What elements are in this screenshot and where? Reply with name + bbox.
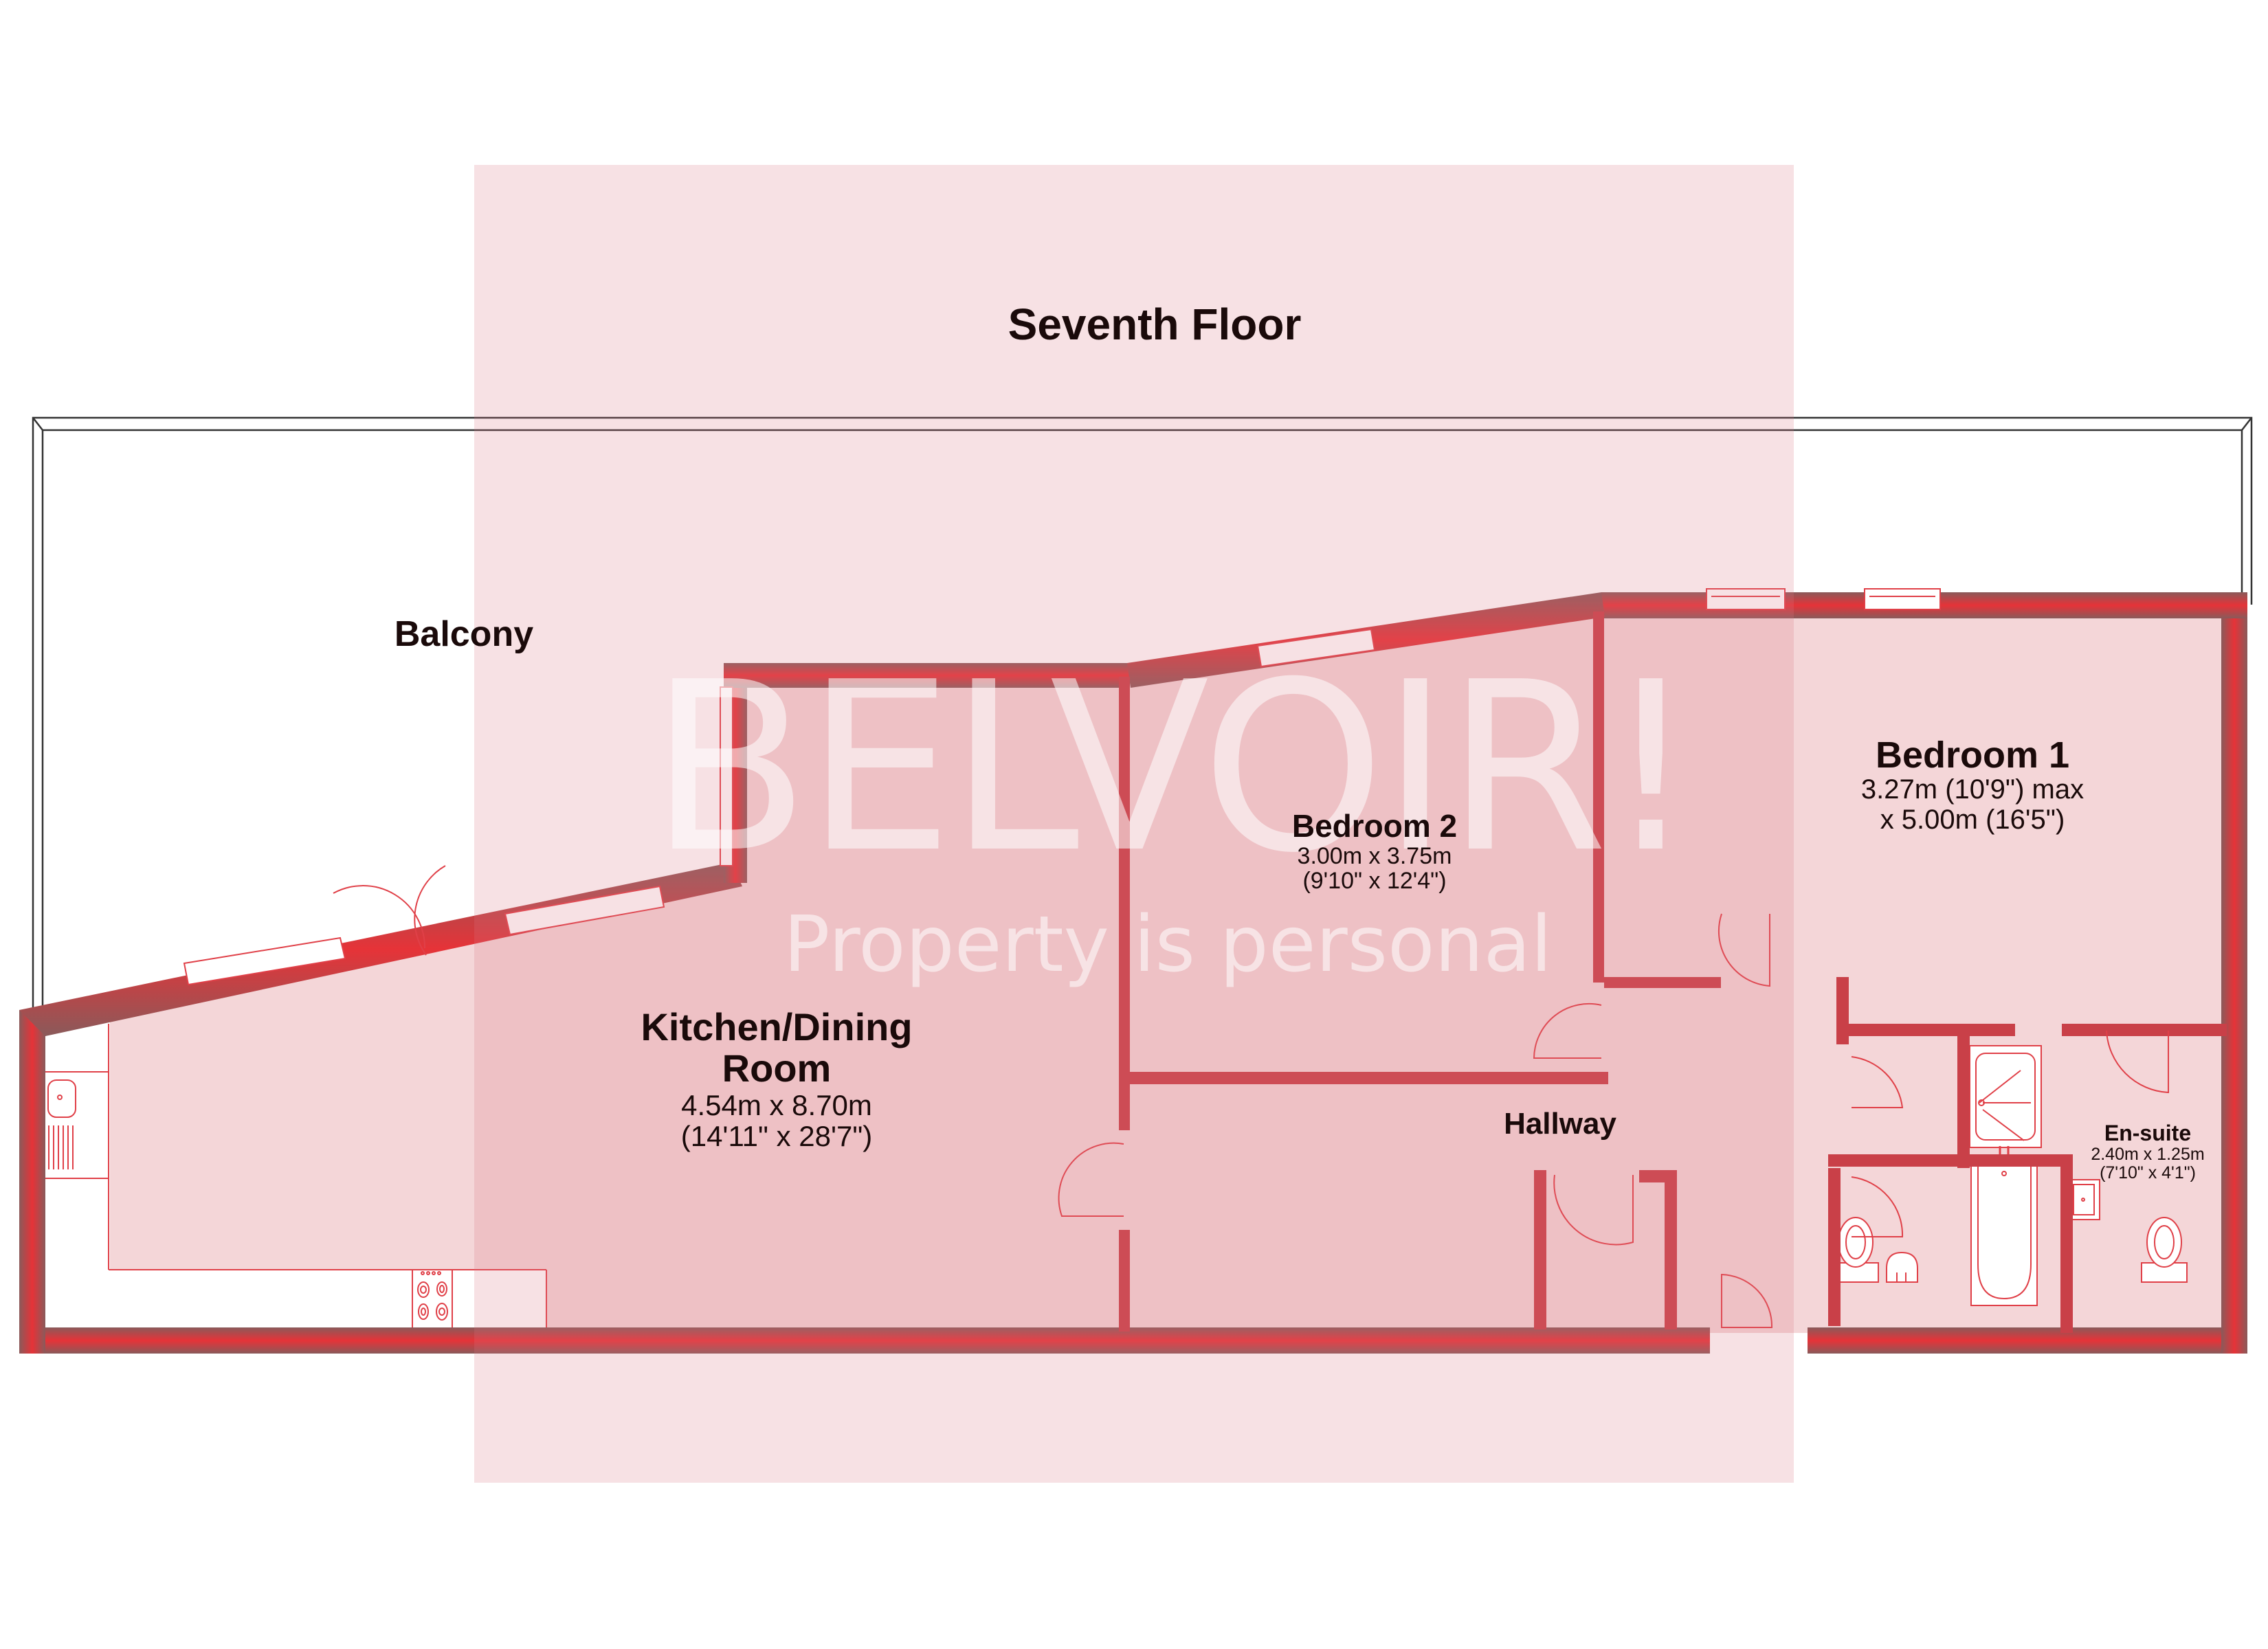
hob-icon (417, 1271, 448, 1321)
overlay-band (474, 165, 1794, 1483)
room-dims-metric: 3.27m (10'9") max (1860, 774, 2084, 805)
room-label-hallway: Hallway (1464, 1108, 1656, 1141)
windows (183, 588, 1941, 986)
toilet-icon (1832, 1217, 2188, 1283)
room-dims-imperial: (14'11" x 28'7") (680, 1120, 873, 1153)
room-dims-imperial: x 5.00m (16'5") (1880, 804, 2065, 835)
balcony-outline (32, 416, 2253, 1024)
kitchen-counter (41, 1007, 547, 1367)
room-name: Bedroom 2 (1291, 808, 1458, 844)
room-label-kitchen: Kitchen/Dining Room 4.54m x 8.70m (14'11… (570, 1005, 983, 1153)
room-dims-metric: 3.00m x 3.75m (1297, 842, 1452, 869)
room-dims-metric: 4.54m x 8.70m (681, 1088, 872, 1121)
room-label-bedroom2: Bedroom 2 3.00m x 3.75m (9'10" x 12'4") (1237, 809, 1512, 894)
room-name: En-suite (2104, 1121, 2192, 1145)
basin-icon (1886, 1251, 1918, 1283)
room-name: Bedroom 1 (1875, 734, 2070, 776)
apartment-floor (41, 605, 2234, 1333)
floor-title: Seventh Floor (1008, 300, 1302, 349)
bathroom-fixtures (1969, 1045, 2100, 1306)
room-dims-imperial: (7'10" x 4'1") (2100, 1163, 2196, 1182)
room-label-bedroom1: Bedroom 1 3.27m (10'9") max x 5.00m (16'… (1801, 735, 2144, 835)
room-name: Balcony (394, 614, 534, 654)
door-swings (333, 865, 2169, 1328)
room-dims-imperial: (9'10" x 12'4") (1302, 868, 1447, 895)
room-label-ensuite: En-suite 2.40m x 1.25m (7'10" x 4'1") (2069, 1121, 2227, 1182)
room-label-balcony: Balcony (344, 615, 584, 653)
room-name: Room (722, 1046, 832, 1090)
room-dims-metric: 2.40m x 1.25m (2091, 1144, 2205, 1164)
room-name: Hallway (1504, 1107, 1616, 1141)
room-name: Kitchen/Dining (641, 1005, 913, 1048)
